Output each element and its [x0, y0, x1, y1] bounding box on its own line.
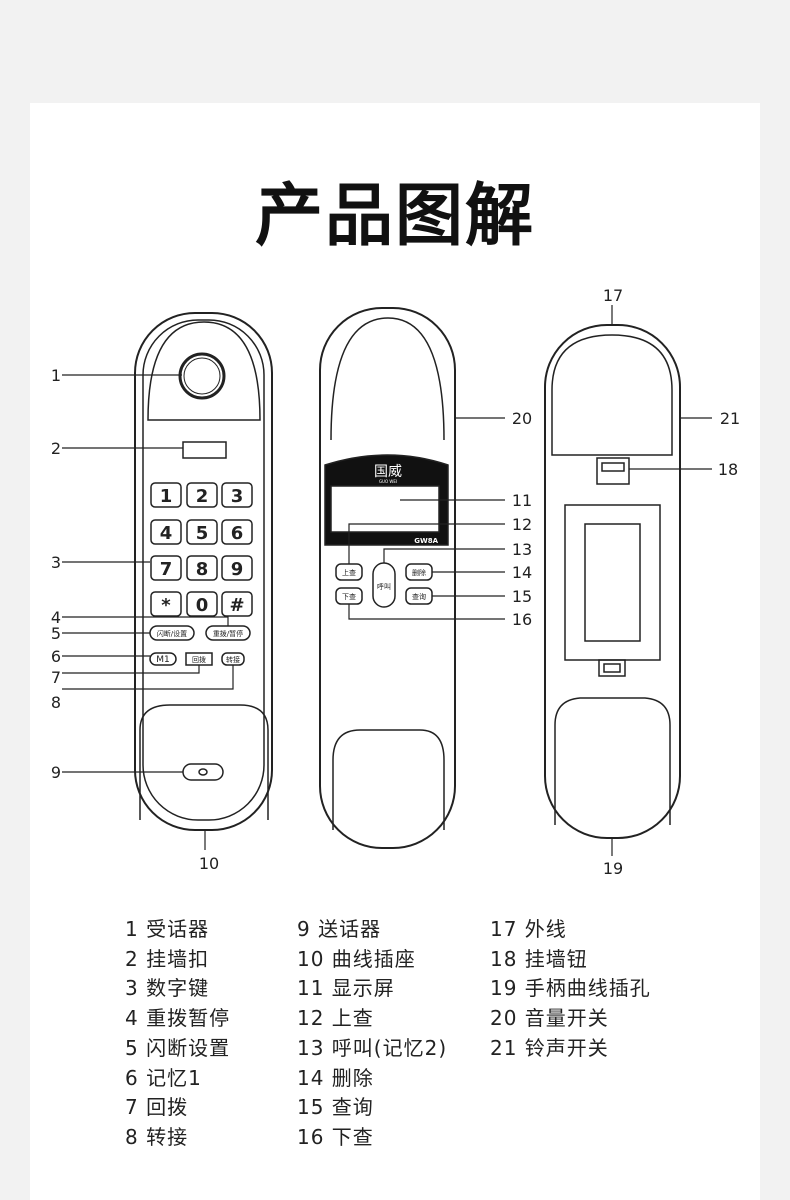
mouthpiece	[182, 763, 224, 781]
legend-item: 5 闪断设置	[125, 1035, 231, 1060]
callout-number: 12	[512, 515, 532, 534]
key-label: 7	[160, 559, 173, 580]
key-label: 5	[196, 523, 209, 544]
delete-button[interactable]: 删除	[412, 568, 426, 577]
key-button[interactable]	[150, 482, 182, 508]
key-button[interactable]	[186, 591, 218, 617]
legend-column-2: 9 送话器 10 曲线插座 11 显示屏 12 上查 13 呼叫(记忆2) 14 删除 15…	[297, 915, 447, 1153]
brand-logo: 国威	[374, 464, 402, 480]
callout-number: 21	[720, 409, 740, 428]
callout-number: 14	[512, 563, 532, 582]
redial-button[interactable]: 重拨/暂停	[213, 629, 243, 638]
wall-hook-button	[596, 457, 630, 485]
legend-item: 14 删除	[297, 1065, 374, 1090]
page-title: 产品图解	[254, 177, 535, 256]
callout-number: 9	[51, 763, 61, 782]
key-label: 6	[231, 523, 244, 544]
legend-item: 17 外线	[490, 917, 567, 941]
legend-item: 3 数字键	[125, 976, 210, 1001]
query-button[interactable]: 查询	[412, 592, 426, 601]
legend-item: 12 上查	[297, 1006, 374, 1031]
key-button[interactable]	[221, 519, 253, 545]
key-label: #	[229, 595, 244, 616]
legend-item: 13 呼叫(记忆2)	[297, 1035, 448, 1060]
callout-number: 2	[51, 439, 61, 458]
down-button[interactable]: 下查	[342, 592, 356, 601]
legend-column-1: 1 受话器 2 挂墙扣 3 数字键 4 重拨暂停 5 闪断设置 6 记忆1 7 回拨 8 转接	[125, 915, 230, 1153]
legend-item: 9 送话器	[297, 917, 382, 941]
legend-item: 8 转接	[125, 1124, 189, 1149]
earpiece-icon	[178, 352, 226, 400]
call-button[interactable]: 呼叫	[377, 582, 391, 591]
callout-number: 6	[51, 647, 61, 666]
legend-item: 1 受话器	[125, 917, 210, 941]
legend-item: 2 挂墙扣	[125, 946, 210, 971]
key-button[interactable]	[186, 482, 218, 508]
callout-number: 16	[512, 610, 532, 629]
model-label: GW8A	[414, 537, 438, 545]
phone1-buttons: 闪断/设置 重拨/暂停 M1 回拨 转接	[149, 625, 251, 666]
callout-number: 13	[512, 540, 532, 559]
legend-item: 15 查询	[297, 1095, 374, 1120]
key-label: 2	[196, 486, 209, 507]
key-button[interactable]	[221, 482, 253, 508]
key-label: 0	[196, 595, 209, 616]
callout-number: 5	[51, 624, 61, 643]
wall-clip	[182, 441, 227, 459]
key-button[interactable]	[186, 555, 218, 581]
callout-number: 19	[603, 859, 623, 878]
callout-number: 17	[603, 286, 623, 305]
legend-item: 10 曲线插座	[297, 946, 416, 971]
key-label: 4	[160, 523, 173, 544]
key-label: 8	[196, 559, 209, 580]
key-button[interactable]	[221, 555, 253, 581]
callout-number: 8	[51, 693, 61, 712]
callout-number: 11	[512, 491, 532, 510]
legend-item: 16 下查	[297, 1124, 374, 1149]
flash-button[interactable]: 闪断/设置	[157, 629, 187, 638]
content-card	[30, 103, 760, 1200]
transfer-button[interactable]: 转接	[226, 655, 240, 664]
legend-column-3: 17 外线 18 挂墙钮 19 手柄曲线插孔 20 音量开关 21 铃声开关	[490, 915, 651, 1064]
key-button[interactable]	[150, 555, 182, 581]
key-button[interactable]	[150, 591, 182, 617]
phone-back-view	[544, 324, 681, 839]
callout-number: 15	[512, 587, 532, 606]
phone-side-view: 国威 GUO WEI GW8A 上查 下查 呼叫 删除 查询	[319, 307, 456, 849]
callout-number: 1	[51, 366, 61, 385]
legend-item: 4 重拨暂停	[125, 1006, 231, 1031]
display-screen	[330, 485, 440, 533]
callout-number: 3	[51, 553, 61, 572]
legend-item: 11 显示屏	[297, 976, 395, 1001]
key-button[interactable]	[186, 519, 218, 545]
key-button[interactable]	[221, 591, 253, 617]
callback-button[interactable]: 回拨	[192, 655, 206, 664]
up-button[interactable]: 上查	[342, 568, 356, 577]
legend-item: 6 记忆1	[125, 1065, 202, 1090]
legend-item: 19 手柄曲线插孔	[490, 976, 651, 1001]
callout-number: 18	[718, 460, 738, 479]
callout-number: 7	[51, 668, 61, 687]
callout-number: 4	[51, 608, 61, 627]
key-label: 3	[231, 486, 244, 507]
key-label: 1	[160, 486, 173, 507]
legend-item: 7 回拨	[125, 1095, 189, 1120]
legend-item: 21 铃声开关	[490, 1035, 609, 1060]
legend-item: 20 音量开关	[490, 1006, 609, 1031]
callout-number: 20	[512, 409, 532, 428]
key-label: *	[161, 595, 171, 616]
callout-number: 10	[199, 854, 219, 873]
phone-front-view	[134, 312, 273, 831]
key-button[interactable]	[150, 519, 182, 545]
key-label: 9	[231, 559, 244, 580]
legend-item: 18 挂墙钮	[490, 946, 588, 971]
brand-pinyin: GUO WEI	[379, 479, 397, 484]
m1-button[interactable]: M1	[156, 655, 170, 665]
